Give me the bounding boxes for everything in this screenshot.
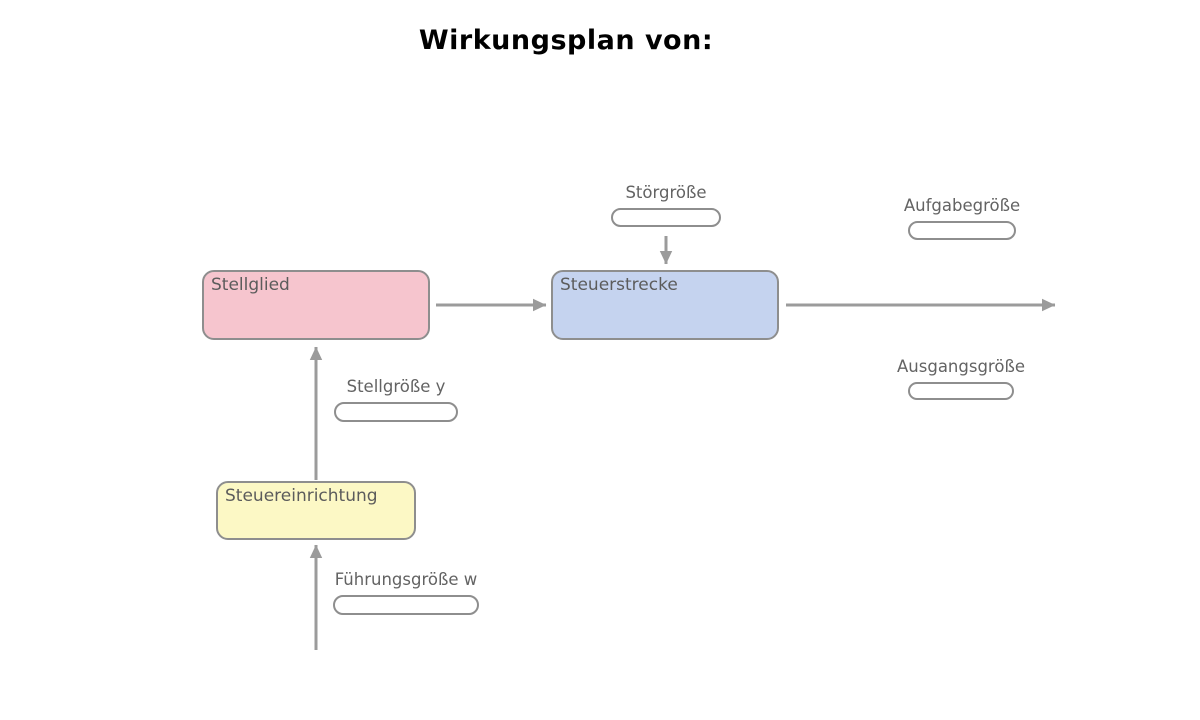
block-steuerstrecke: Steuerstrecke (551, 270, 779, 340)
signal-ausgangsgroesse: Ausgangsgröße (811, 357, 1111, 400)
block-stellglied-label: Stellglied (211, 275, 290, 295)
stoergroesse-field[interactable] (611, 208, 721, 227)
ausgangsgroesse-field[interactable] (908, 382, 1014, 400)
signal-fuehrungsgroesse: Führungsgröße w (256, 570, 556, 615)
block-steuerstrecke-label: Steuerstrecke (560, 275, 678, 295)
stellgroesse-label: Stellgröße y (346, 377, 446, 396)
signal-aufgabegroesse: Aufgabegröße (812, 196, 1112, 240)
block-stellglied: Stellglied (202, 270, 430, 340)
signal-stellgroesse: Stellgröße y (246, 377, 546, 422)
fuehrungsgroesse-field[interactable] (333, 595, 479, 615)
signal-stoergroesse: Störgröße (516, 183, 816, 227)
block-steuereinrichtung: Steuereinrichtung (216, 481, 416, 540)
stellgroesse-field[interactable] (334, 402, 458, 422)
fuehrungsgroesse-label: Führungsgröße w (334, 570, 478, 589)
block-steuereinrichtung-label: Steuereinrichtung (225, 486, 378, 506)
stoergroesse-label: Störgröße (625, 183, 707, 202)
aufgabegroesse-label: Aufgabegröße (903, 196, 1021, 215)
page-title: Wirkungsplan von: (418, 25, 714, 56)
aufgabegroesse-field[interactable] (908, 221, 1016, 240)
ausgangsgroesse-label: Ausgangsgröße (897, 357, 1025, 376)
